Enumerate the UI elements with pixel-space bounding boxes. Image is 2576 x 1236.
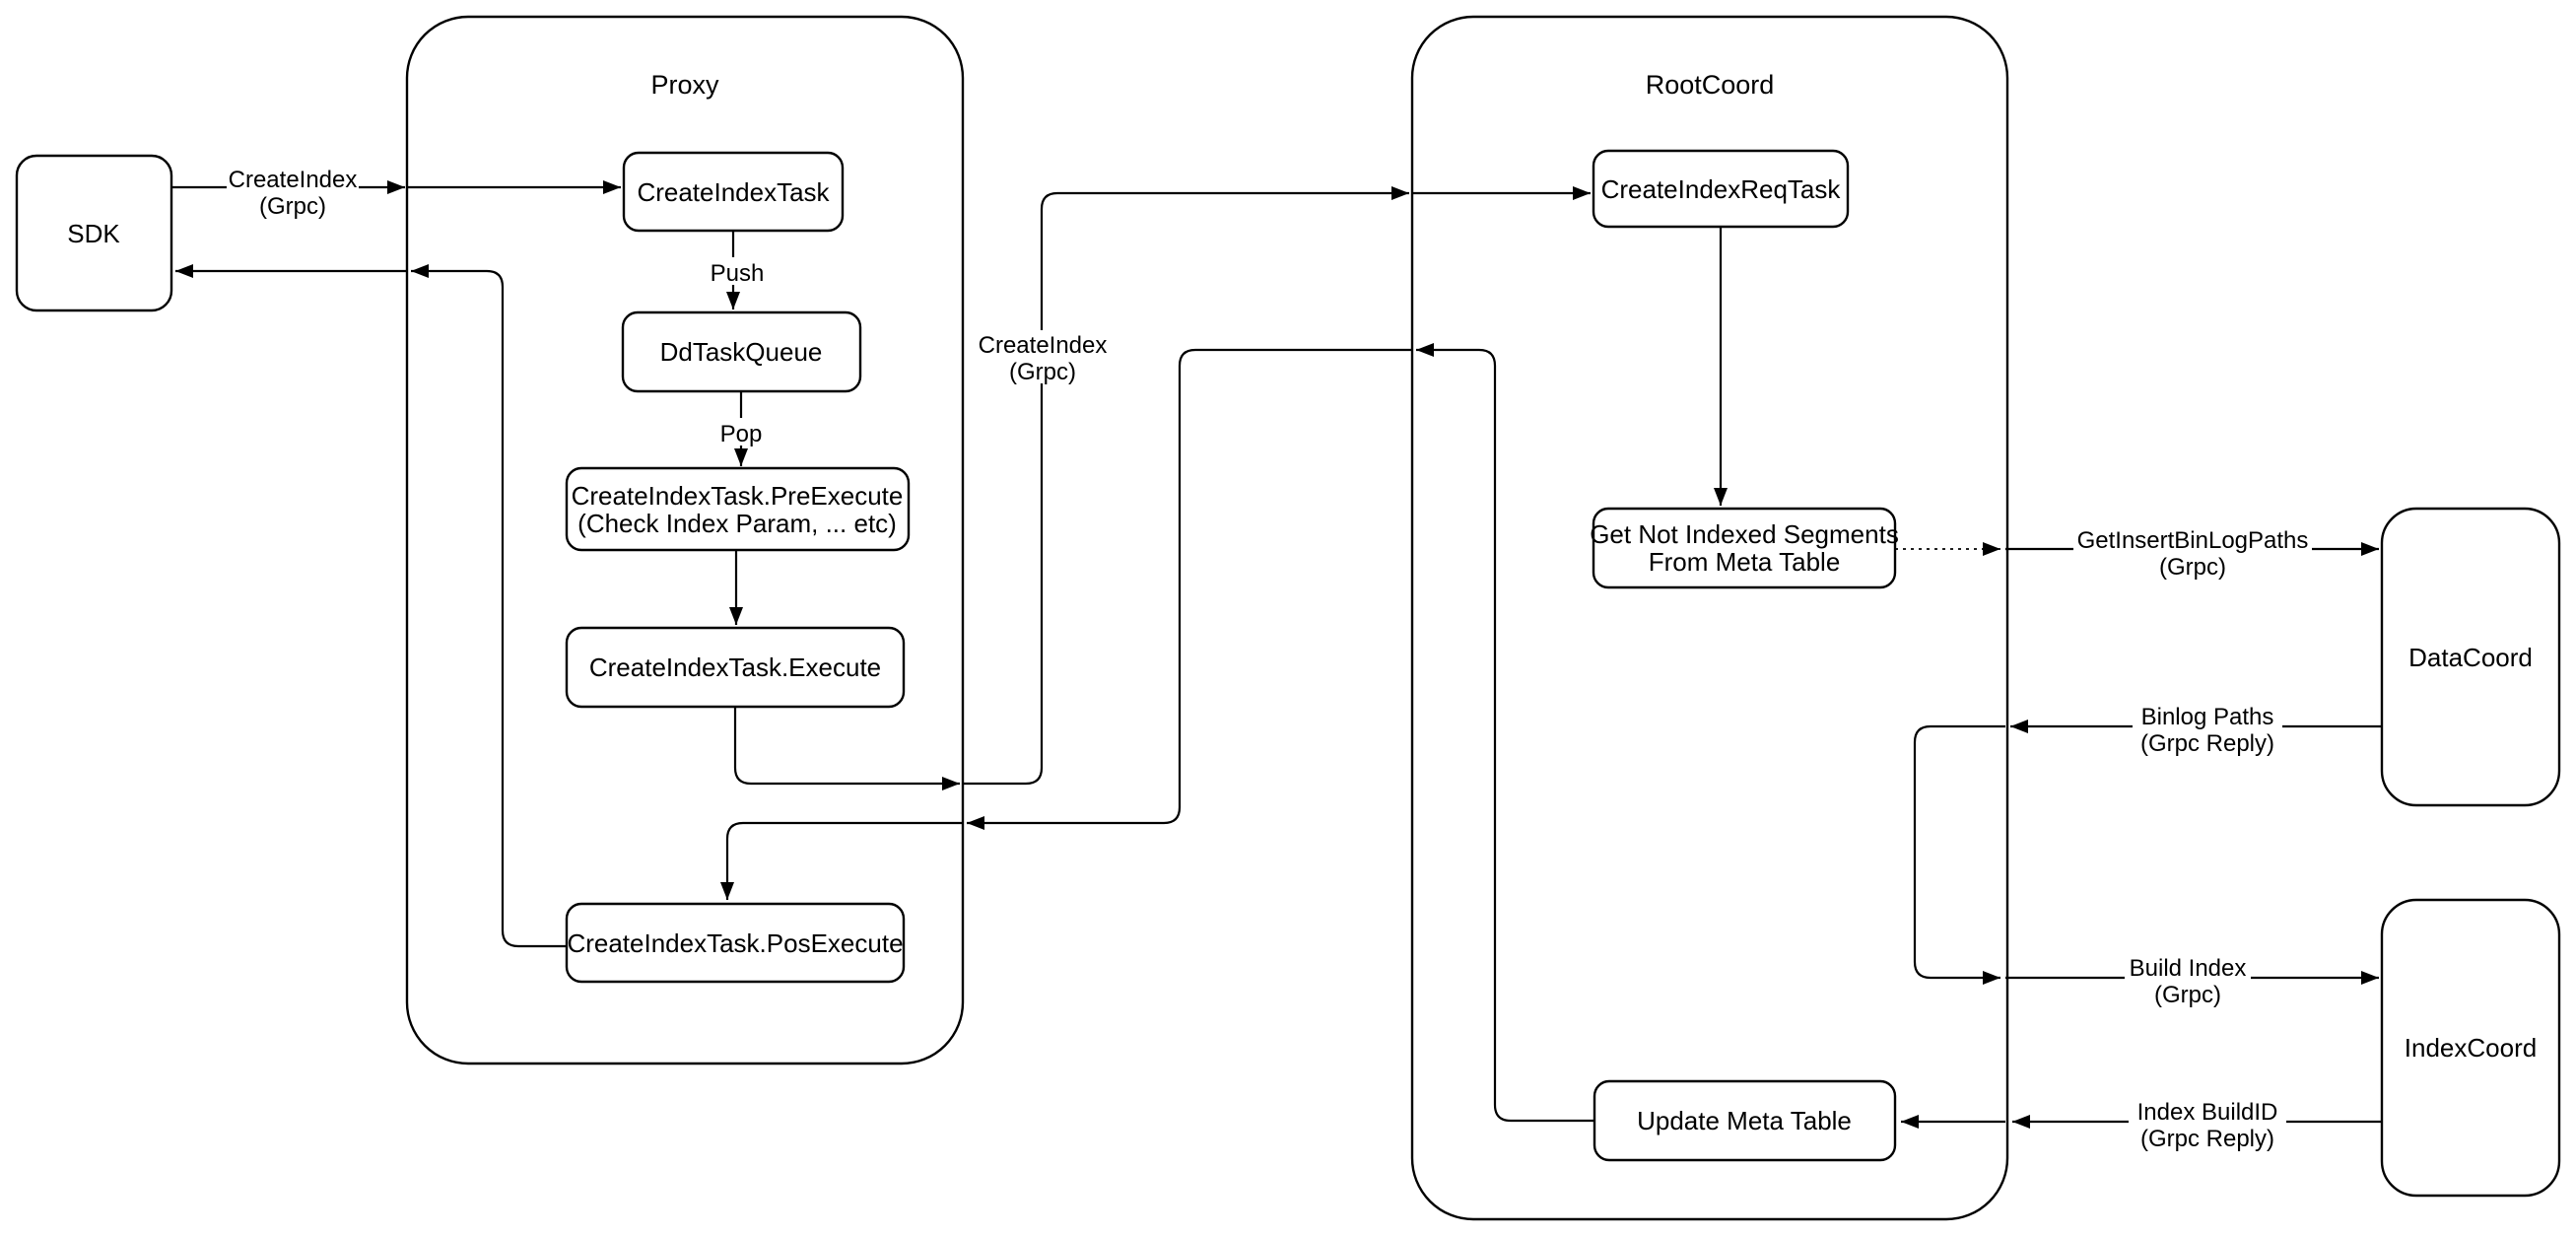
- svg-text:(Grpc): (Grpc): [2154, 982, 2221, 1008]
- ddtaskqueue-node: [621, 310, 862, 393]
- execute-label: CreateIndexTask.Execute: [589, 652, 881, 682]
- svg-text:CreateIndex: CreateIndex: [979, 332, 1108, 359]
- getnotindexed-node: [1592, 507, 1897, 589]
- datacoord-node: [2380, 507, 2561, 807]
- svg-text:(Grpc): (Grpc): [1009, 359, 1076, 385]
- edge-updatemeta-to-rootcoord-border: [1416, 343, 1594, 1123]
- createindexreqtask-label: CreateIndexReqTask: [1601, 174, 1842, 204]
- createindextask-node: [622, 151, 845, 233]
- svg-text:Index BuildID: Index BuildID: [2137, 1099, 2278, 1126]
- label-pop: Pop: [713, 418, 769, 447]
- indexcoord-node: [2380, 898, 2561, 1198]
- edge-binlog-to-buildindex-bracket: [1913, 724, 2005, 985]
- createindexreqtask-node: [1592, 149, 1850, 229]
- svg-text:(Grpc): (Grpc): [259, 193, 326, 220]
- svg-text:(Grpc Reply): (Grpc Reply): [2140, 1126, 2274, 1152]
- preexecute-label-line2: (Check Index Param, ... etc): [577, 509, 897, 538]
- rootcoord-container: [1410, 15, 2009, 1221]
- label-getinsertbinlogpaths: GetInsertBinLogPaths (Grpc): [2073, 525, 2312, 581]
- svg-text:(Grpc Reply): (Grpc Reply): [2140, 730, 2274, 757]
- posexecute-node: [565, 902, 906, 984]
- posexecute-label: CreateIndexTask.PosExecute: [567, 928, 903, 958]
- svg-text:CreateIndex: CreateIndex: [229, 167, 358, 193]
- ddtaskqueue-label: DdTaskQueue: [660, 337, 823, 367]
- preexecute-node: [565, 466, 911, 552]
- label-sdk-createindex: CreateIndex (Grpc): [227, 165, 359, 220]
- updatemetatable-label: Update Meta Table: [1637, 1106, 1852, 1135]
- svg-text:Binlog Paths: Binlog Paths: [2141, 704, 2274, 730]
- svg-text:GetInsertBinLogPaths: GetInsertBinLogPaths: [2077, 527, 2309, 554]
- label-proxy-createindex: CreateIndex (Grpc): [977, 330, 1109, 385]
- sdk-label: SDK: [67, 219, 120, 248]
- svg-text:(Grpc): (Grpc): [2159, 554, 2226, 581]
- edge-proxy-to-posexecute: [720, 821, 963, 900]
- execute-node: [565, 626, 906, 709]
- label-binlog-paths: Binlog Paths (Grpc Reply): [2133, 702, 2282, 757]
- edge-posexecute-to-proxy-border: [411, 264, 567, 948]
- rootcoord-title: RootCoord: [1646, 70, 1775, 100]
- label-build-index: Build Index (Grpc): [2125, 953, 2251, 1008]
- svg-text:Build Index: Build Index: [2130, 955, 2247, 982]
- svg-text:Push: Push: [711, 260, 765, 287]
- getnotindexed-label-line1: Get Not Indexed Segments: [1590, 519, 1899, 549]
- preexecute-label-line1: CreateIndexTask.PreExecute: [572, 481, 904, 511]
- svg-text:Pop: Pop: [720, 421, 763, 447]
- label-push: Push: [708, 257, 767, 287]
- createindextask-label: CreateIndexTask: [637, 177, 830, 207]
- label-index-buildid: Index BuildID (Grpc Reply): [2129, 1097, 2286, 1152]
- getnotindexed-label-line2: From Meta Table: [1649, 547, 1841, 577]
- edge-execute-to-proxy-border: [733, 707, 960, 790]
- proxy-title: Proxy: [650, 70, 719, 100]
- updatemetatable-node: [1593, 1079, 1897, 1162]
- edge-proxy-to-rootcoord: [963, 186, 1409, 786]
- edge-rootcoord-to-proxy-reply: [967, 348, 1412, 830]
- indexcoord-label: IndexCoord: [2405, 1033, 2537, 1063]
- datacoord-label: DataCoord: [2408, 643, 2533, 672]
- sdk-node: [15, 154, 173, 312]
